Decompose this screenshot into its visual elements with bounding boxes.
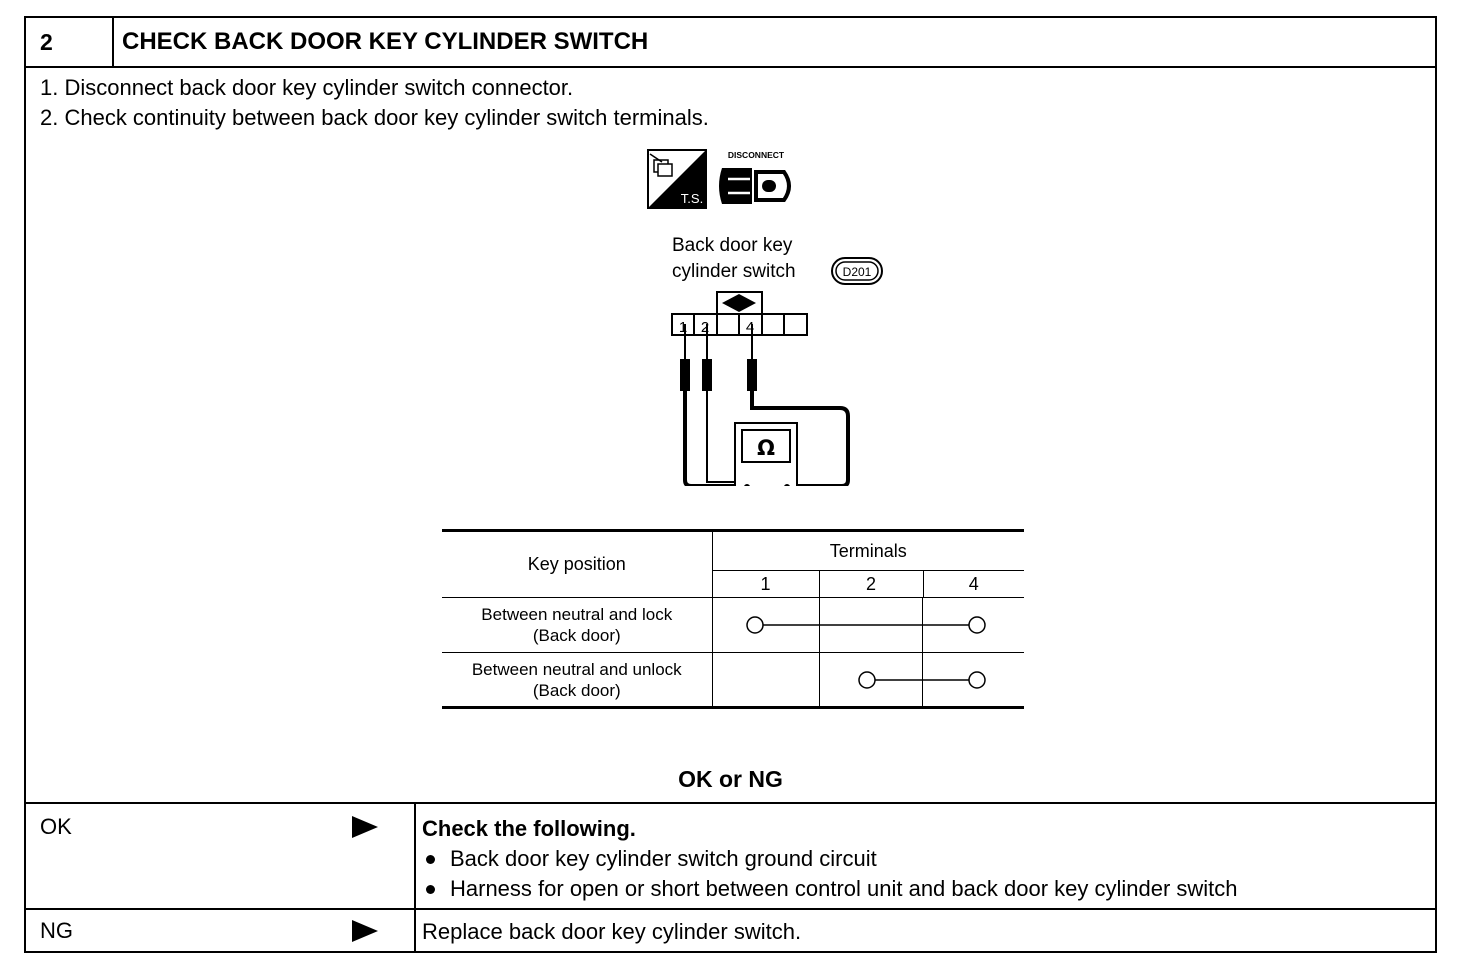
disconnect-connector-icon: DISCONNECT: [719, 150, 791, 204]
result-ng-label: NG: [40, 918, 73, 943]
row-label: Between neutral and unlock: [471, 659, 682, 679]
connector-label-line2: cylinder switch: [672, 261, 796, 282]
connector-housing: 1 2 4: [671, 291, 808, 336]
row-label: Between neutral and lock: [481, 605, 673, 624]
ok-heading: Check the following.: [422, 816, 636, 841]
header-key-position: Key position: [442, 529, 713, 598]
arrow-right-icon: [352, 816, 378, 838]
ok-or-ng-heading: OK or NG: [678, 766, 783, 792]
table-row: Between neutral and unlock (Back door): [442, 652, 1024, 709]
tester-ts-icon: T.S.: [647, 149, 707, 209]
result-ng-row: NG Replace back door key cylinder switch…: [26, 908, 1435, 951]
continuity-check-diagram: T.S. DISCONNECT Back door key cylinder s…: [647, 149, 883, 486]
svg-text:D201: D201: [843, 265, 872, 279]
row-sublabel: (Back door): [532, 626, 621, 645]
terminal-header-1: 1: [711, 570, 820, 598]
svg-text:T.S.: T.S.: [681, 191, 703, 206]
test-leads: [680, 324, 850, 486]
pin-label-1: 1: [679, 319, 687, 336]
continuity-indicator-2-4: [857, 671, 986, 689]
connector-label-line1: Back door key: [672, 235, 793, 256]
ohmmeter-icon: Ω: [734, 422, 798, 486]
continuity-cell: [711, 652, 1024, 709]
ng-action-text: Replace back door key cylinder switch.: [422, 919, 802, 944]
instruction-1: 1. Disconnect back door key cylinder swi…: [40, 75, 574, 100]
ok-bullet-2: Harness for open or short between contro…: [422, 874, 1238, 904]
continuity-indicator-1-4: [745, 616, 986, 634]
connector-code-badge: D201: [831, 257, 883, 285]
continuity-cell: [711, 597, 1024, 653]
svg-text:DISCONNECT: DISCONNECT: [728, 150, 785, 160]
result-ok-label: OK: [40, 814, 72, 839]
row-sublabel: (Back door): [532, 680, 621, 700]
step-number: 2: [26, 18, 114, 66]
header-terminals: Terminals: [711, 529, 1024, 571]
terminal-continuity-table: Key position Terminals 1 2 4 Between neu…: [442, 529, 1024, 709]
step-header: 2 CHECK BACK DOOR KEY CYLINDER SWITCH: [26, 18, 1435, 68]
arrow-right-icon: [352, 920, 378, 942]
pin-label-2: 2: [701, 319, 709, 336]
terminal-header-4: 4: [922, 570, 1024, 598]
procedure-frame: 2 CHECK BACK DOOR KEY CYLINDER SWITCH 1.…: [24, 16, 1437, 953]
table-row: Between neutral and lock (Back door): [442, 597, 1024, 653]
svg-text:Ω: Ω: [757, 436, 775, 460]
instruction-2: 2. Check continuity between back door ke…: [40, 105, 709, 130]
ok-bullet-1: Back door key cylinder switch ground cir…: [422, 844, 1238, 874]
terminal-header-2: 2: [818, 570, 924, 598]
pin-label-4: 4: [746, 319, 754, 336]
step-title: CHECK BACK DOOR KEY CYLINDER SWITCH: [122, 28, 649, 55]
result-ok-row: OK Check the following. Back door key cy…: [26, 802, 1435, 908]
